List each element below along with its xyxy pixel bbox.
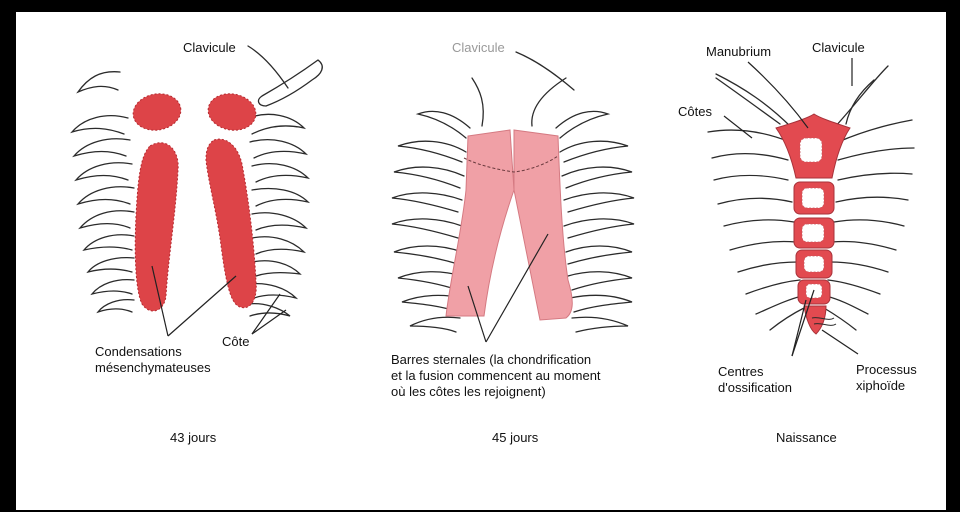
label-barres-line3: où les côtes les rejoignent) xyxy=(391,384,546,399)
label-condensations-line1: Condensations xyxy=(95,344,182,359)
sternal-bar-right xyxy=(514,130,572,320)
caption-45-jours: 45 jours xyxy=(492,430,538,446)
ossification-centre-2 xyxy=(802,188,824,208)
ossification-centre-4 xyxy=(804,256,824,272)
caption-43-jours: 43 jours xyxy=(170,430,216,446)
mesenchyme-right-upper xyxy=(205,90,259,134)
sternal-bar-left xyxy=(446,130,514,316)
label-cotes: Côtes xyxy=(678,104,712,120)
label-centres-ossification: Centres d'ossification xyxy=(718,364,792,396)
label-condensations-line2: mésenchymateuses xyxy=(95,360,211,375)
pointer-condensations-2 xyxy=(168,276,236,336)
pointer-centres-1 xyxy=(792,300,806,356)
label-cote: Côte xyxy=(222,334,249,350)
label-clavicule-birth: Clavicule xyxy=(812,40,865,56)
clavicule-pointer-43 xyxy=(248,46,288,88)
label-barres-line1: Barres sternales (la chondrification xyxy=(391,352,591,367)
label-barres-sternales: Barres sternales (la chondrification et … xyxy=(391,352,601,400)
label-processus-xiphoide: Processus xiphoïde xyxy=(856,362,917,394)
ribs-left-43 xyxy=(72,72,134,312)
clavicle-45-left xyxy=(472,78,483,126)
label-processus-line1: Processus xyxy=(856,362,917,377)
ossification-centre-1 xyxy=(800,138,822,162)
clavicle-45-right xyxy=(532,78,566,126)
label-barres-line2: et la fusion commencent au moment xyxy=(391,368,601,383)
label-clavicule-43: Clavicule xyxy=(183,40,236,56)
label-clavicule-45: Clavicule xyxy=(452,40,505,56)
pointer-processus xyxy=(822,330,858,354)
label-centres-line2: d'ossification xyxy=(718,380,792,395)
caption-naissance: Naissance xyxy=(776,430,837,446)
label-processus-line2: xiphoïde xyxy=(856,378,905,393)
label-manubrium: Manubrium xyxy=(706,44,771,60)
pointer-cotes xyxy=(724,116,752,138)
clavicule-pointer-45 xyxy=(516,52,574,90)
ribs-right-43 xyxy=(248,114,308,316)
ribs-right-birth xyxy=(824,66,914,330)
mesenchyme-left-upper xyxy=(130,90,184,134)
ribs-left-birth xyxy=(708,74,804,330)
clavicle-43 xyxy=(259,60,323,106)
label-condensations: Condensations mésenchymateuses xyxy=(95,344,211,376)
mesenchyme-right-bar xyxy=(206,139,256,308)
label-centres-line1: Centres xyxy=(718,364,764,379)
ossification-centre-3 xyxy=(802,224,824,242)
pointer-manubrium xyxy=(748,62,808,128)
